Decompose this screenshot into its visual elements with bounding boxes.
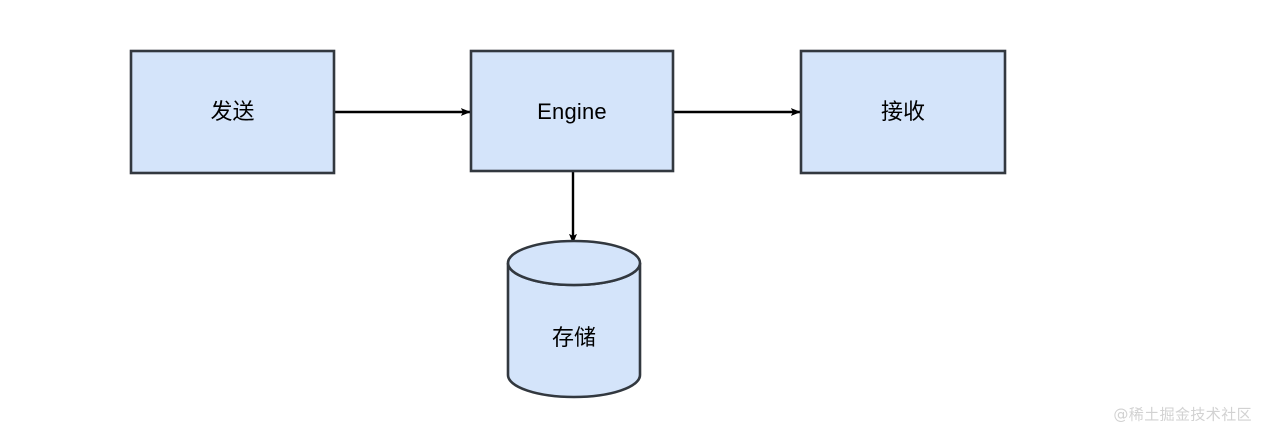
node-receive-shape <box>799 49 1007 175</box>
node-engine[interactable]: Engine <box>469 49 675 173</box>
node-engine-shape <box>469 49 675 173</box>
edge-layer <box>334 108 801 244</box>
node-storage[interactable]: 存储 <box>506 239 642 399</box>
node-send[interactable]: 发送 <box>129 49 336 175</box>
watermark: @稀土掘金技术社区 <box>1113 406 1252 424</box>
node-receive-label: 接收 <box>881 99 925 124</box>
node-storage-top-ellipse <box>506 239 642 287</box>
node-receive[interactable]: 接收 <box>799 49 1007 175</box>
node-engine-label: Engine <box>537 99 607 124</box>
node-send-label: 发送 <box>210 99 254 124</box>
node-send-shape <box>129 49 336 175</box>
node-storage-label: 存储 <box>552 325 596 350</box>
